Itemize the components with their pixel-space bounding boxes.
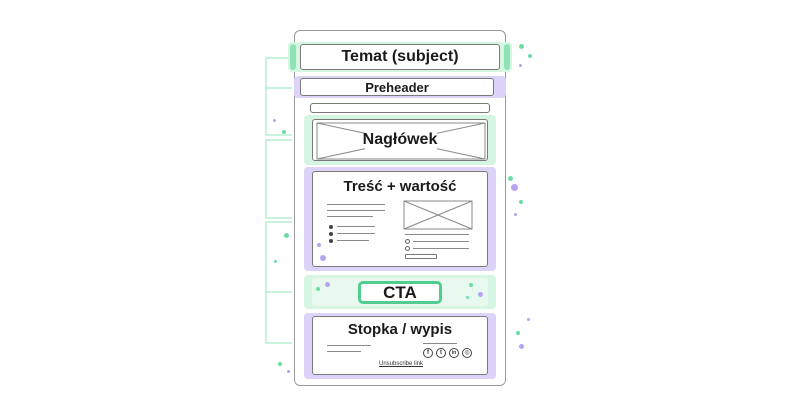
bullet [329, 239, 333, 243]
facebook-icon[interactable]: f [423, 348, 433, 358]
bullet [329, 225, 333, 229]
twitter-icon[interactable]: t [436, 348, 446, 358]
instagram-icon[interactable]: ◎ [462, 348, 472, 358]
subject-accent-right [504, 44, 510, 70]
decor-dot [325, 282, 330, 287]
decor-dot [273, 119, 276, 122]
text-line [327, 216, 373, 218]
text-line [327, 210, 385, 212]
decor-dot [320, 255, 326, 261]
cta-button[interactable]: CTA [358, 281, 442, 304]
text-line [337, 233, 375, 235]
subject-box: Temat (subject) [300, 44, 500, 70]
decor-dot [528, 54, 532, 58]
preheader-label: Preheader [365, 80, 429, 95]
text-line [405, 234, 469, 236]
text-line [413, 248, 469, 250]
footer-box: Stopka / wypis f t in ◎ Unsubscribe link [312, 316, 488, 375]
decor-dot [511, 184, 518, 191]
header-box: Nagłówek [312, 119, 488, 161]
unsubscribe-link[interactable]: Unsubscribe link [379, 361, 424, 367]
decor-dot [284, 233, 289, 238]
linkedin-icon[interactable]: in [449, 348, 459, 358]
header-label: Nagłówek [362, 131, 438, 148]
content-image-placeholder [403, 200, 473, 230]
decor-dot [466, 296, 469, 299]
decor-dot [278, 362, 282, 366]
text-line [327, 351, 361, 353]
decor-dot [287, 370, 290, 373]
text-line [337, 226, 375, 228]
decor-dot [519, 344, 524, 349]
decor-dot [527, 318, 530, 321]
subject-label: Temat (subject) [341, 48, 459, 65]
header-image-placeholder [316, 122, 486, 160]
decor-dot [514, 213, 517, 216]
decor-dot [519, 200, 523, 204]
list-ring [405, 246, 410, 251]
footer-label: Stopka / wypis [347, 321, 453, 338]
content-box: Treść + wartość [312, 171, 488, 267]
decor-dot [282, 130, 286, 134]
top-bar [310, 103, 490, 113]
decor-dot [316, 287, 320, 291]
text-line [337, 240, 369, 242]
decor-dot [274, 260, 277, 263]
decor-dot [508, 176, 513, 181]
decor-dot [516, 331, 520, 335]
mini-button [405, 254, 437, 259]
decor-dot [478, 292, 483, 297]
decor-dot [519, 44, 524, 49]
subject-accent-left [290, 44, 296, 70]
text-line [413, 241, 469, 243]
decor-dot [519, 64, 522, 67]
text-line [423, 343, 457, 345]
decor-dot [317, 243, 321, 247]
text-line [327, 345, 371, 347]
bullet [329, 232, 333, 236]
text-line [327, 204, 385, 206]
list-ring [405, 239, 410, 244]
content-label: Treść + wartość [343, 178, 457, 195]
preheader-box: Preheader [300, 78, 494, 96]
decor-dot [469, 283, 473, 287]
